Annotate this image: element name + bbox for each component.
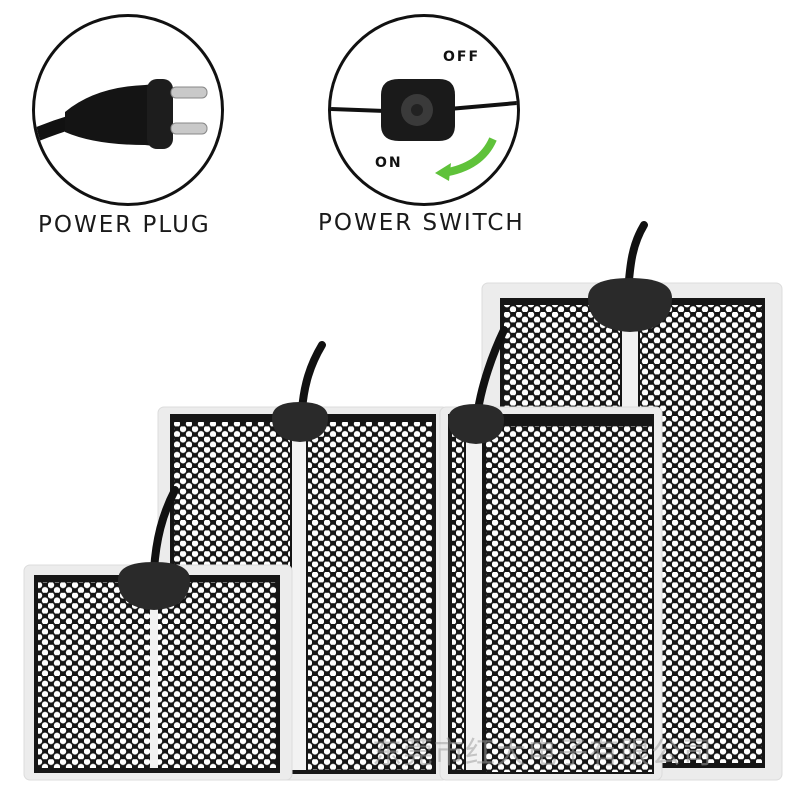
cable [150,486,179,574]
power-switch-caption: POWER SWITCH [318,210,525,236]
plug-icon [35,79,208,149]
switch-off-label: OFF [443,49,481,65]
rotation-arrow-icon [442,137,497,177]
cable-junction [588,278,672,332]
switch-on-label: ON [375,155,403,171]
cable-junction [272,402,328,442]
power-plug-caption: POWER PLUG [38,212,211,238]
cable-junction [118,562,190,610]
heat-mat-small [23,486,293,781]
heat-mat-medium-right [439,326,663,781]
cable [298,341,326,414]
cable [474,326,508,414]
watermark: 东莞市红大电子有限公司 [372,736,713,771]
power-switch-circle: OFF ON [328,14,520,206]
switch-icon [331,79,517,181]
power-plug-circle [32,14,224,206]
cable-junction [448,404,504,444]
